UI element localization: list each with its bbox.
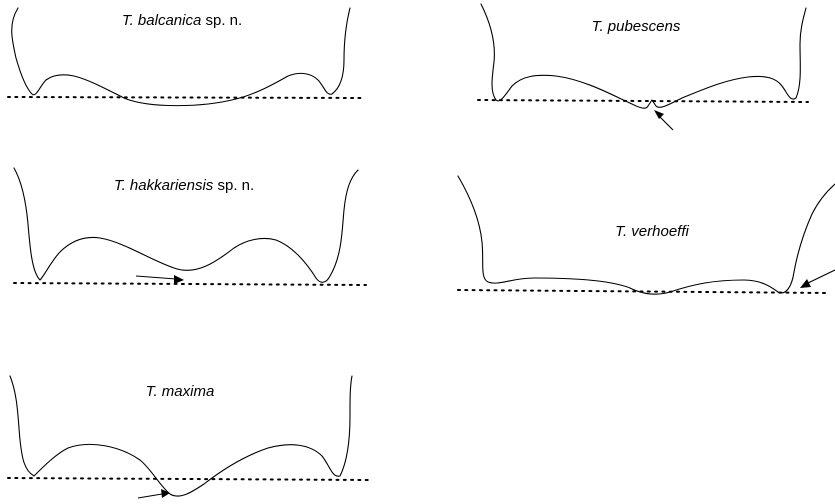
species-name: T. maxima — [146, 383, 215, 400]
outline-shape — [11, 7, 351, 107]
indicator-arrow — [135, 275, 184, 284]
panel-verhoeffi: T. verhoeffi — [457, 175, 835, 295]
panel-pubescens: T. pubescens — [477, 3, 809, 131]
reference-dotted-line — [7, 477, 369, 481]
species-suffix: sp. n. — [213, 177, 254, 194]
panel-hakkariensis: T. hakkariensis sp. n. — [13, 167, 367, 286]
panel-title-balcanica: T. balcanica sp. n. — [122, 12, 242, 29]
panel-title-maxima: T. maxima — [146, 383, 215, 400]
outline-shape — [480, 3, 807, 109]
indicator-arrow — [800, 269, 835, 288]
indicator-arrow — [654, 110, 674, 131]
outline-shape — [13, 167, 359, 283]
reference-dotted-line — [477, 99, 809, 103]
reference-dotted-line — [7, 96, 363, 99]
panel-title-verhoeffi: T. verhoeffi — [615, 223, 689, 240]
species-name: T. hakkariensis — [114, 177, 214, 194]
species-name: T. verhoeffi — [615, 223, 689, 240]
species-suffix: sp. n. — [201, 12, 242, 29]
species-name: T. pubescens — [592, 18, 681, 35]
reference-dotted-line — [13, 282, 367, 286]
indicator-arrow — [137, 489, 170, 499]
species-name: T. balcanica — [122, 12, 202, 29]
panel-balcanica: T. balcanica sp. n. — [7, 7, 363, 107]
panel-title-hakkariensis: T. hakkariensis sp. n. — [114, 177, 254, 194]
outline-shape — [9, 375, 353, 497]
panel-title-pubescens: T. pubescens — [592, 18, 681, 35]
panel-maxima: T. maxima — [7, 375, 369, 499]
